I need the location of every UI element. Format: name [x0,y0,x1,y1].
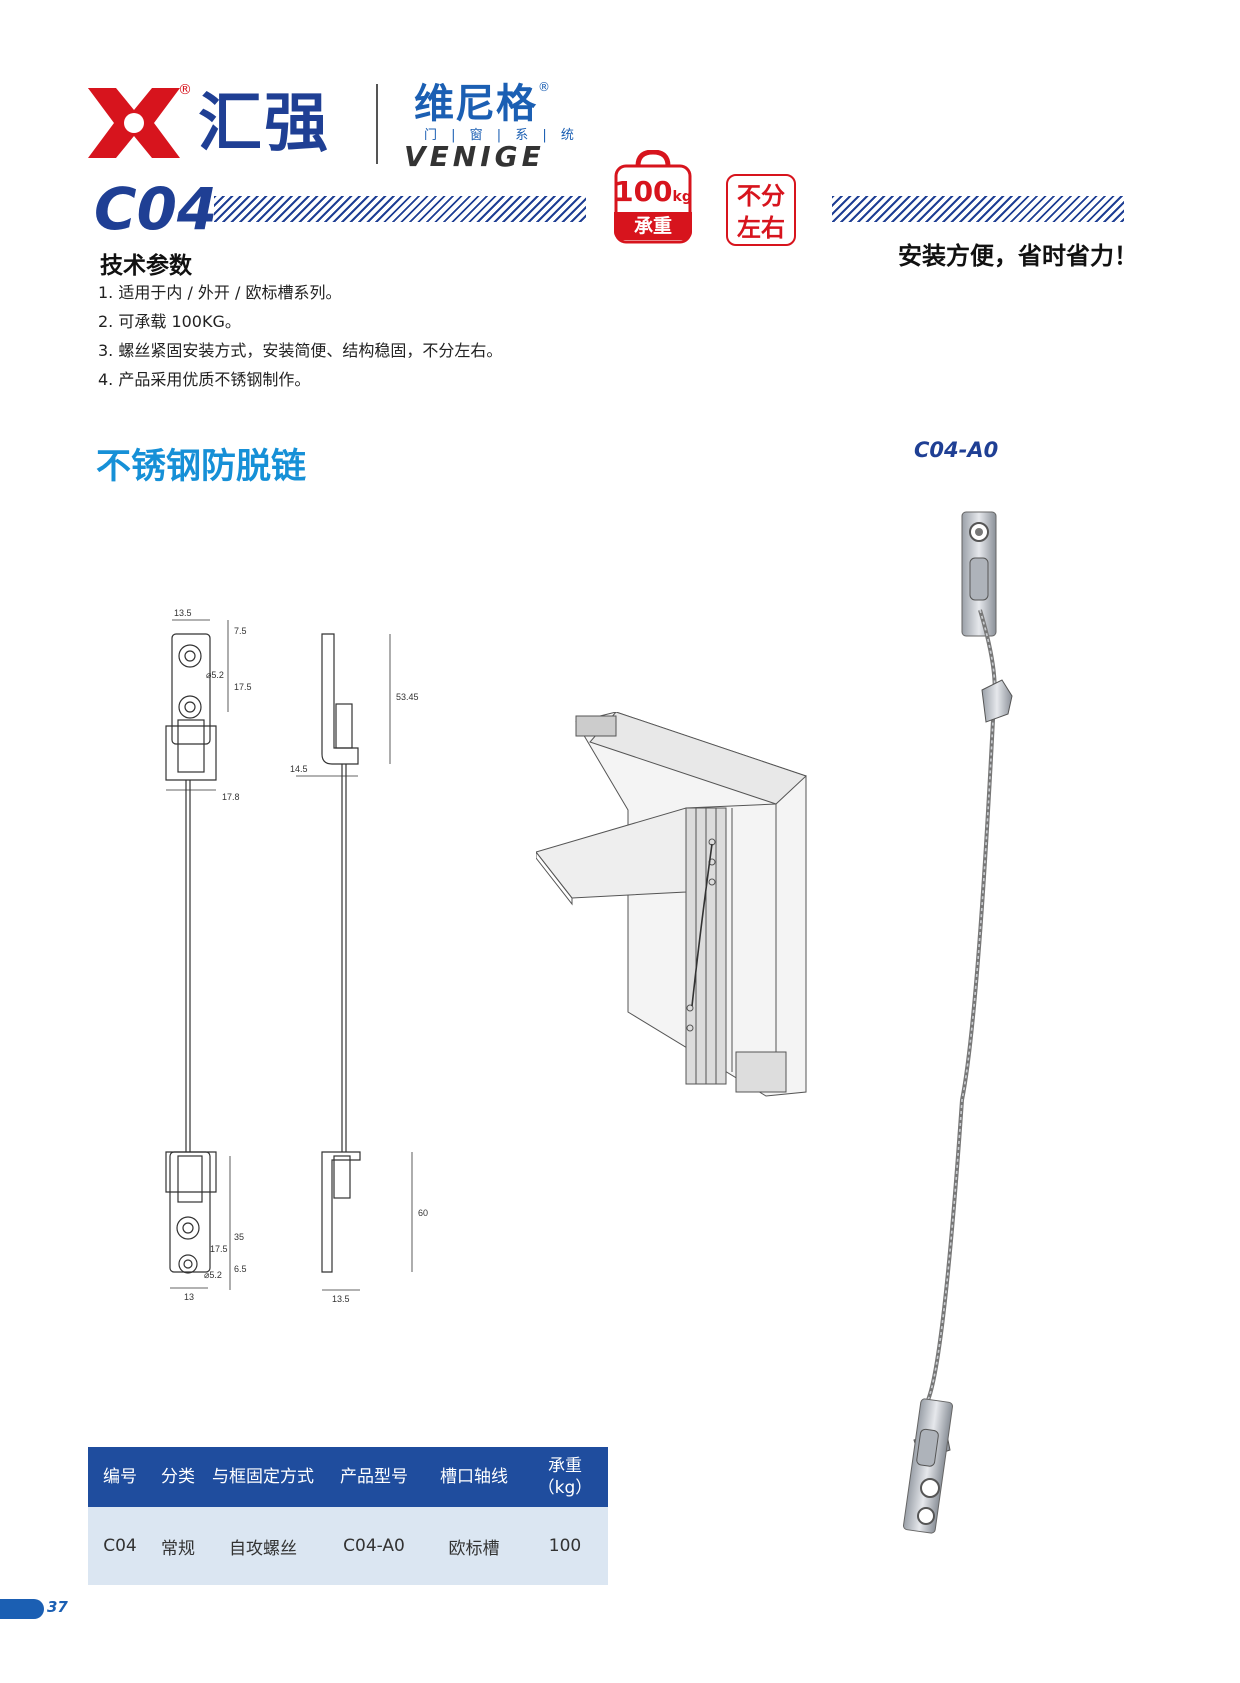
load-label: 承重 [614,212,692,240]
dim-hole-diameter-bottom: ⌀5.2 [204,1270,222,1280]
universal-side-line1: 不分 [737,182,785,210]
dim-bottom-hole-pitch: 17.5 [210,1244,228,1254]
dim-bottom-pitch: 35 [234,1232,244,1242]
tech-param-item: 1. 适用于内 / 外开 / 欧标槽系列。 [98,283,342,302]
dim-side-height-bottom: 60 [418,1208,428,1218]
spec-table: 编号 分类 与框固定方式 产品型号 槽口轴线 承重 （kg） C04 常规 自攻… [88,1447,608,1585]
tech-params-list: 1. 适用于内 / 外开 / 欧标槽系列。 2. 可承载 100KG。 3. 螺… [98,278,502,394]
cell-code: C04 [88,1507,152,1585]
universal-side-badge: 不分 左右 [726,174,796,246]
col-header-load-line2: （kg） [537,1478,593,1498]
col-header-code: 编号 [88,1447,152,1507]
page-number-bar [0,1599,44,1619]
dim-top-offset: 7.5 [234,626,247,636]
model-code: C04 [94,175,218,243]
cell-load: 100 [522,1507,608,1585]
tech-param-item: 2. 可承载 100KG。 [98,312,241,331]
sub-brand-english: VENIGE [404,140,545,173]
universal-side-line2: 左右 [737,214,785,242]
load-value: 100 [614,175,673,208]
col-header-fixing: 与框固定方式 [204,1447,322,1507]
tech-param-item: 4. 产品采用优质不锈钢制作。 [98,370,311,389]
dim-side-bottom-width: 13.5 [332,1294,350,1304]
slogan: 安装方便，省时省力！ [898,241,1138,270]
col-header-load: 承重 （kg） [522,1447,608,1507]
dim-bottom-edge: 6.5 [234,1264,247,1274]
installation-illustration [536,712,807,1097]
dim-hole-diameter-top: ⌀5.2 [206,670,224,680]
tech-param-item: 3. 螺丝紧固安装方式，安装简便、结构稳固，不分左右。 [98,341,503,360]
hatch-divider-left [214,196,586,222]
col-header-model: 产品型号 [322,1447,426,1507]
col-header-load-line1: 承重 [548,1456,582,1476]
cell-model: C04-A0 [322,1507,426,1585]
spec-table-header-row: 编号 分类 与框固定方式 产品型号 槽口轴线 承重 （kg） [88,1447,608,1507]
brand-name: 汇强 [198,87,330,161]
hatch-divider-right [832,196,1124,222]
dim-hole-pitch-top: 17.5 [234,682,252,692]
page-number: 37 [47,1598,68,1616]
cell-fixing: 自攻螺丝 [204,1507,322,1585]
table-row: C04 常规 自攻螺丝 C04-A0 欧标槽 100 [88,1507,608,1585]
dim-clip-width: 17.8 [222,792,240,802]
col-header-groove: 槽口轴线 [426,1447,522,1507]
tech-params-heading: 技术参数 [100,253,192,279]
header-divider [376,84,378,164]
dim-top-width: 13.5 [174,608,192,618]
load-unit: kg [672,189,692,205]
dim-side-height-top: 53.45 [396,692,419,702]
dim-bottom-width: 13 [184,1292,194,1302]
sub-brand-registered-mark: ® [538,80,550,94]
brand-logo-icon [88,88,180,158]
registered-mark: ® [178,82,192,98]
dim-side-depth: 14.5 [290,764,308,774]
product-title: 不锈钢防脱链 [96,447,307,487]
col-header-category: 分类 [152,1447,204,1507]
product-photo [902,511,1013,1534]
sub-brand-tagline: 门 | 窗 | 系 | 统 [424,128,579,143]
cell-groove: 欧标槽 [426,1507,522,1585]
load-badge: 100kg 承重 [614,150,692,244]
technical-drawing: 13.5 7.5 ⌀5.2 17.5 17.8 53.45 14.5 35 17… [165,608,428,1304]
sub-brand-name: 维尼格 [414,81,537,127]
product-model-label: C04-A0 [914,438,999,462]
cell-category: 常规 [152,1507,204,1585]
